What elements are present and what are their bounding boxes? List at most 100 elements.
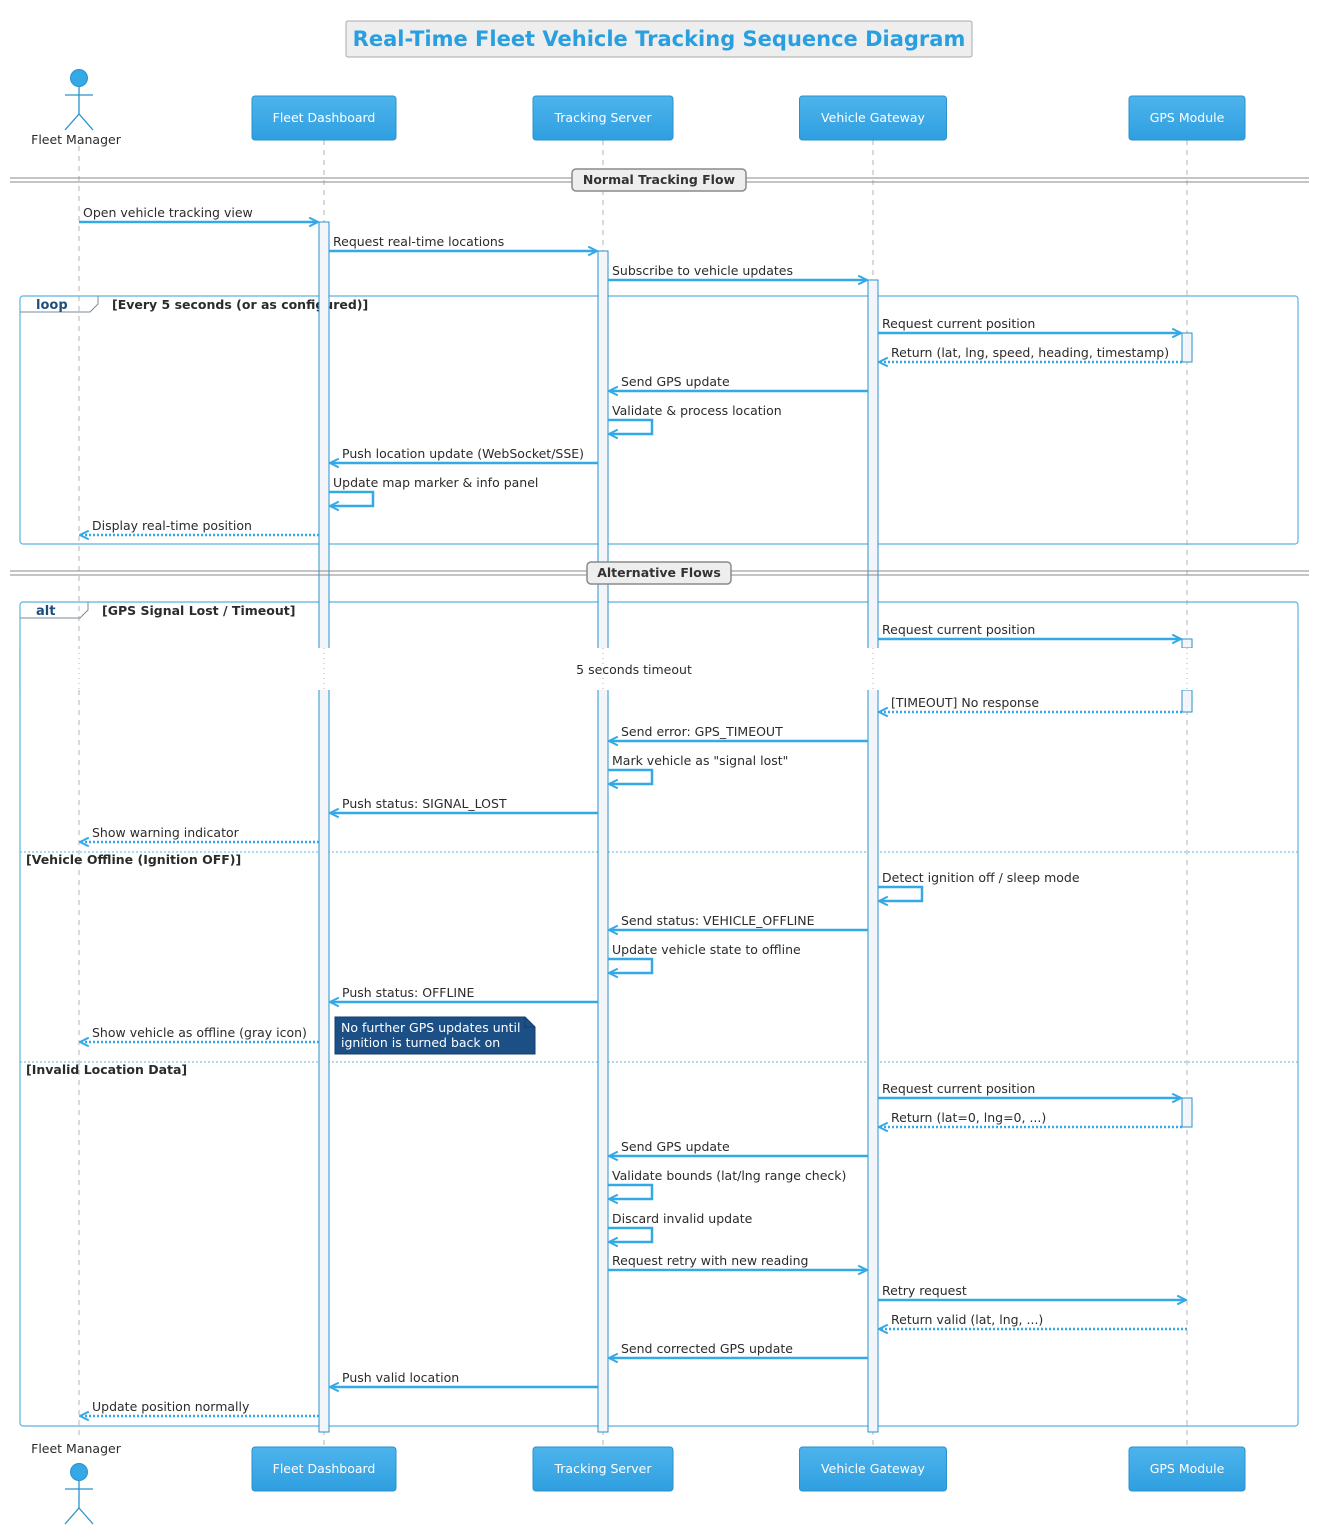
message-label: Push valid location xyxy=(342,1370,459,1385)
alt-else-guard: [Vehicle Offline (Ignition OFF)] xyxy=(26,852,241,867)
message-m7: Validate & process location xyxy=(608,403,782,434)
delay-gap: 5 seconds timeout xyxy=(19,648,1299,690)
message-m24: Send GPS update xyxy=(609,1139,868,1156)
delay-mask xyxy=(20,648,1298,690)
message-label: Request current position xyxy=(882,316,1035,331)
self-message-arrow xyxy=(608,957,654,973)
actor-head xyxy=(70,1463,88,1481)
note-line: ignition is turned back on xyxy=(341,1035,500,1050)
message-label: Show warning indicator xyxy=(92,825,240,840)
participant-label: Vehicle Gateway xyxy=(821,1461,925,1476)
alt-frame-kind-label: alt xyxy=(36,604,55,619)
message-m10: Display real-time position xyxy=(80,518,319,535)
message-label: Send corrected GPS update xyxy=(621,1341,793,1356)
alt-frame-tab xyxy=(20,602,89,619)
participant-foot-vg: Vehicle Gateway xyxy=(799,1446,947,1492)
participant-box xyxy=(1128,1446,1246,1492)
diagram-title: Real-Time Fleet Vehicle Tracking Sequenc… xyxy=(345,20,973,58)
alt-frame-border xyxy=(19,601,1299,1427)
message-m13: Send error: GPS_TIMEOUT xyxy=(609,724,868,741)
message-label: Request current position xyxy=(882,622,1035,637)
message-label: Detect ignition off / sleep mode xyxy=(882,870,1080,885)
participant-label: Fleet Dashboard xyxy=(273,1461,376,1476)
participant-box xyxy=(1128,95,1246,141)
participant-head-gps: GPS Module xyxy=(1128,95,1246,141)
message-label: Update map marker & info panel xyxy=(333,475,538,490)
participant-head-fm: Fleet Manager xyxy=(31,69,122,147)
participant-head-vg: Vehicle Gateway xyxy=(799,95,947,141)
message-label: Send GPS update xyxy=(621,1139,730,1154)
message-m4: Request current position xyxy=(878,316,1181,333)
message-m11: Request current position xyxy=(878,622,1181,639)
message-label: Request real-time locations xyxy=(333,234,504,249)
participant-label: Vehicle Gateway xyxy=(821,110,925,125)
message-m18: Send status: VEHICLE_OFFLINE xyxy=(609,913,868,930)
section-label: Alternative Flows xyxy=(597,565,721,580)
message-m12: [TIMEOUT] No response xyxy=(879,695,1182,712)
participant-label: Fleet Dashboard xyxy=(273,110,376,125)
participant-label: Tracking Server xyxy=(553,110,652,125)
message-m27: Request retry with new reading xyxy=(608,1253,867,1270)
note-line: No further GPS updates until xyxy=(341,1020,520,1035)
alt-frame-guard: [GPS Signal Lost / Timeout] xyxy=(102,603,295,618)
loop-frame-tab xyxy=(20,296,99,313)
message-label: Update vehicle state to offline xyxy=(612,942,801,957)
loop-frame-kind-label: loop xyxy=(36,298,68,313)
participant-foot-fd: Fleet Dashboard xyxy=(251,1446,397,1492)
message-m22: Request current position xyxy=(878,1081,1181,1098)
self-message-arrow xyxy=(329,490,375,506)
participant-foot-ts: Tracking Server xyxy=(532,1446,674,1492)
title-text: Real-Time Fleet Vehicle Tracking Sequenc… xyxy=(353,27,966,51)
message-m2: Request real-time locations xyxy=(329,234,597,251)
message-m30: Send corrected GPS update xyxy=(609,1341,868,1358)
activation-bar-vg xyxy=(867,279,879,1433)
message-m32: Update position normally xyxy=(80,1399,319,1416)
participant-box xyxy=(532,1446,674,1492)
message-m15: Push status: SIGNAL_LOST xyxy=(330,796,598,813)
message-label: Send status: VEHICLE_OFFLINE xyxy=(621,913,815,928)
message-label: Send GPS update xyxy=(621,374,730,389)
delay-label: 5 seconds timeout xyxy=(576,662,692,677)
activation-bar-gps xyxy=(1181,332,1193,363)
participant-box xyxy=(799,95,947,141)
message-label: Return (lat=0, lng=0, ...) xyxy=(891,1110,1046,1125)
message-m14: Mark vehicle as "signal lost" xyxy=(608,753,788,784)
message-m28: Retry request xyxy=(878,1283,1186,1300)
actor-leg xyxy=(78,1507,94,1525)
participant-label: Tracking Server xyxy=(553,1461,652,1476)
message-label: Display real-time position xyxy=(92,518,252,533)
message-m5: Return (lat, lng, speed, heading, timest… xyxy=(879,345,1182,362)
message-label: Show vehicle as offline (gray icon) xyxy=(92,1025,307,1040)
message-m9: Update map marker & info panel xyxy=(329,475,538,506)
section-separator-normal: Normal Tracking Flow xyxy=(10,168,1309,192)
message-m19: Update vehicle state to offline xyxy=(608,942,801,973)
participant-head-fd: Fleet Dashboard xyxy=(251,95,397,141)
participant-head-ts: Tracking Server xyxy=(532,95,674,141)
alt-else-guard: [Invalid Location Data] xyxy=(26,1062,187,1077)
message-label: Validate & process location xyxy=(612,403,782,418)
section-separator-alt: Alternative Flows xyxy=(10,561,1309,585)
message-label: Open vehicle tracking view xyxy=(83,205,253,220)
actor-leg xyxy=(78,113,94,131)
participant-box xyxy=(251,1446,397,1492)
separator-label-box xyxy=(571,168,747,192)
message-label: Return (lat, lng, speed, heading, timest… xyxy=(891,345,1169,360)
alt-frame: alt [GPS Signal Lost / Timeout] [Vehicle O… xyxy=(19,601,1299,1427)
activation-bar-gps xyxy=(1181,689,1193,713)
participant-label: GPS Module xyxy=(1150,110,1225,125)
message-m26: Discard invalid update xyxy=(608,1211,753,1242)
loop-frame: loop[Every 5 seconds (or as configured)] xyxy=(19,295,1299,545)
participant-foot-fm: Fleet Manager xyxy=(31,1441,122,1525)
message-label: Push location update (WebSocket/SSE) xyxy=(342,446,584,461)
separator-label-box xyxy=(586,561,732,585)
actor-leg xyxy=(64,1507,80,1525)
actor-label: Fleet Manager xyxy=(31,132,122,147)
frames: loop[Every 5 seconds (or as configured)]… xyxy=(19,295,1299,1427)
actor-head xyxy=(70,69,88,87)
self-message-arrow xyxy=(878,885,924,901)
note-box xyxy=(334,1016,536,1055)
